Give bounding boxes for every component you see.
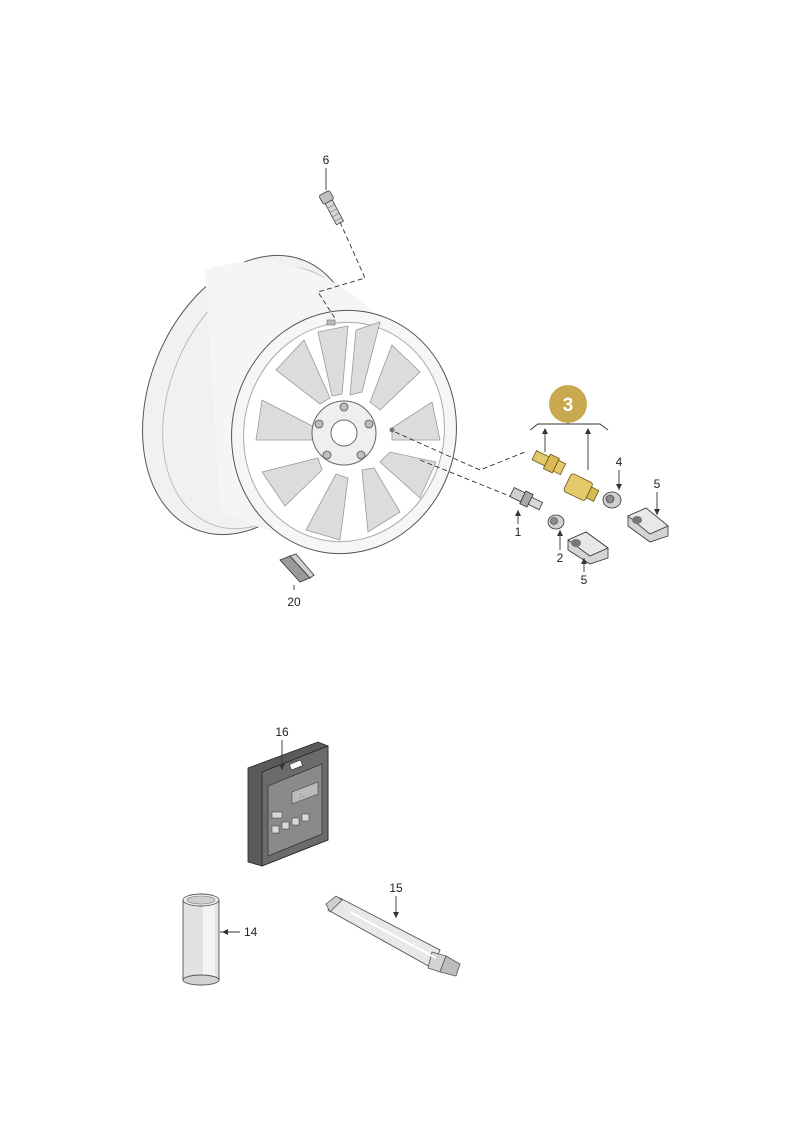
callout-5-left: 5 [581, 573, 588, 587]
callout-2: 2 [557, 551, 564, 565]
standard-valve [509, 487, 544, 511]
tpms-sensor-body [563, 473, 600, 502]
callout-16: 16 [275, 725, 289, 739]
callout-3: 3 [563, 395, 574, 416]
sleeve-cylinder [182, 893, 220, 986]
wheel-bolt [319, 190, 345, 226]
valve-cap-left [567, 531, 609, 565]
valve-cap-right [627, 507, 669, 543]
alloy-wheel [142, 254, 457, 555]
part-3-badge: 3 [549, 385, 587, 423]
callout-6: 6 [323, 153, 330, 167]
callout-15: 15 [389, 881, 403, 895]
assembly-paste-tube [325, 895, 461, 977]
valve-nut-small [547, 514, 565, 530]
balance-weight [279, 553, 315, 583]
callout-20: 20 [287, 595, 301, 609]
callout-1: 1 [515, 525, 522, 539]
badge-circle [549, 385, 587, 423]
tpms-valve-stem [531, 450, 567, 476]
repair-kit-package: ∴ [247, 741, 329, 867]
svg-text:∴: ∴ [298, 792, 305, 800]
callout-5-right: 5 [654, 477, 661, 491]
callout-4: 4 [616, 455, 623, 469]
callout-14: 14 [244, 925, 258, 939]
valve-nut [602, 491, 622, 509]
